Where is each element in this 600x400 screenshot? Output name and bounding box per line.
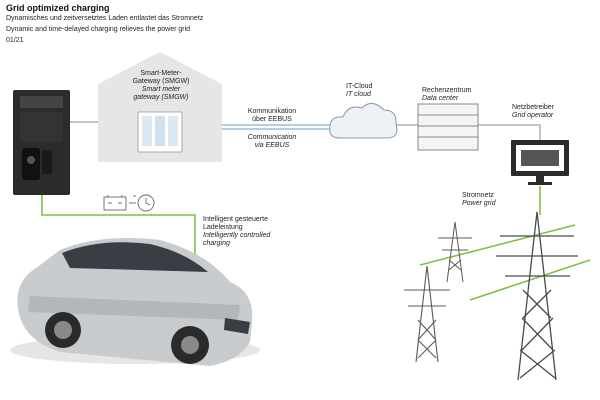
- subtitle-english: Dynamic and time-delayed charging reliev…: [6, 26, 191, 33]
- pylon-large-right: [496, 211, 578, 381]
- cloud-label-de: IT-Cloud: [346, 83, 373, 90]
- page-number: 01/21: [6, 37, 24, 44]
- charging-label: Intelligent gesteuerte Ladeleistung Inte…: [203, 216, 270, 248]
- datacenter-label-de: Rechenzentrum: [422, 87, 472, 94]
- wallbox-to-car-line: [41, 195, 196, 262]
- car-image: [10, 237, 260, 366]
- grid-wire-2: [469, 259, 591, 301]
- eebus-label-en: Communication via EEBUS: [232, 134, 312, 150]
- pylon-medium-left: [404, 265, 450, 363]
- eebus-label-de: Kommunikation über EEBUS: [232, 108, 312, 124]
- smgw-label: Smart-Meter- Gateway (SMGW) Smart meter …: [126, 70, 196, 102]
- operator-label-en: Grid operator: [512, 112, 554, 119]
- smgw-label-en-2: gateway (SMGW): [133, 94, 189, 101]
- pylon-small-left: [438, 221, 472, 283]
- datacenter-label-en: Data center: [422, 95, 459, 102]
- operator-label-de: Netzbetreiber: [512, 104, 555, 111]
- clock-icon: [133, 194, 155, 212]
- smart-meter-gateway-device: [137, 111, 183, 153]
- dc-to-operator-line: [478, 124, 541, 140]
- operator-label: Netzbetreiber Grid operator: [512, 104, 554, 120]
- smgw-label-de-1: Smart-Meter-: [140, 70, 182, 77]
- eebus-label-de-1: Kommunikation: [247, 108, 297, 115]
- smgw-label-de-2: Gateway (SMGW): [132, 78, 190, 85]
- datacenter-label: Rechenzentrum Data center: [422, 87, 471, 103]
- subtitle-german: Dynamisches und zeitversetztes Laden ent…: [6, 15, 204, 22]
- charging-label-de-2: Ladeleistung: [203, 224, 243, 231]
- eebus-label-de-2: über EEBUS: [252, 116, 292, 123]
- charging-label-en-2: charging: [203, 240, 230, 247]
- wallbox: [13, 90, 70, 195]
- charging-label-de-1: Intelligent gesteuerte: [203, 216, 268, 223]
- cloud-icon: [329, 103, 398, 139]
- battery-icon: [103, 195, 127, 211]
- monitor-icon: [511, 140, 569, 185]
- data-center-icon: [417, 103, 479, 151]
- eebus-label-en-1: Communication: [247, 134, 297, 141]
- grid-label-en: Power grid: [462, 200, 496, 207]
- cloud-label-en: IT cloud: [346, 91, 371, 98]
- eebus-label-en-2: via EEBUS: [254, 142, 290, 149]
- charging-label-en-1: Intelligently controlled: [203, 232, 271, 239]
- power-lines: [41, 186, 591, 301]
- grid-label: Stromnetz Power grid: [462, 192, 495, 208]
- grid-wire-1: [419, 224, 576, 266]
- smgw-label-en-1: Smart meter: [141, 86, 181, 93]
- grid-label-de: Stromnetz: [462, 192, 494, 199]
- diagram-title: Grid optimized charging: [6, 3, 110, 13]
- cloud-label: IT-Cloud IT cloud: [346, 83, 372, 99]
- house-shape: [98, 52, 222, 162]
